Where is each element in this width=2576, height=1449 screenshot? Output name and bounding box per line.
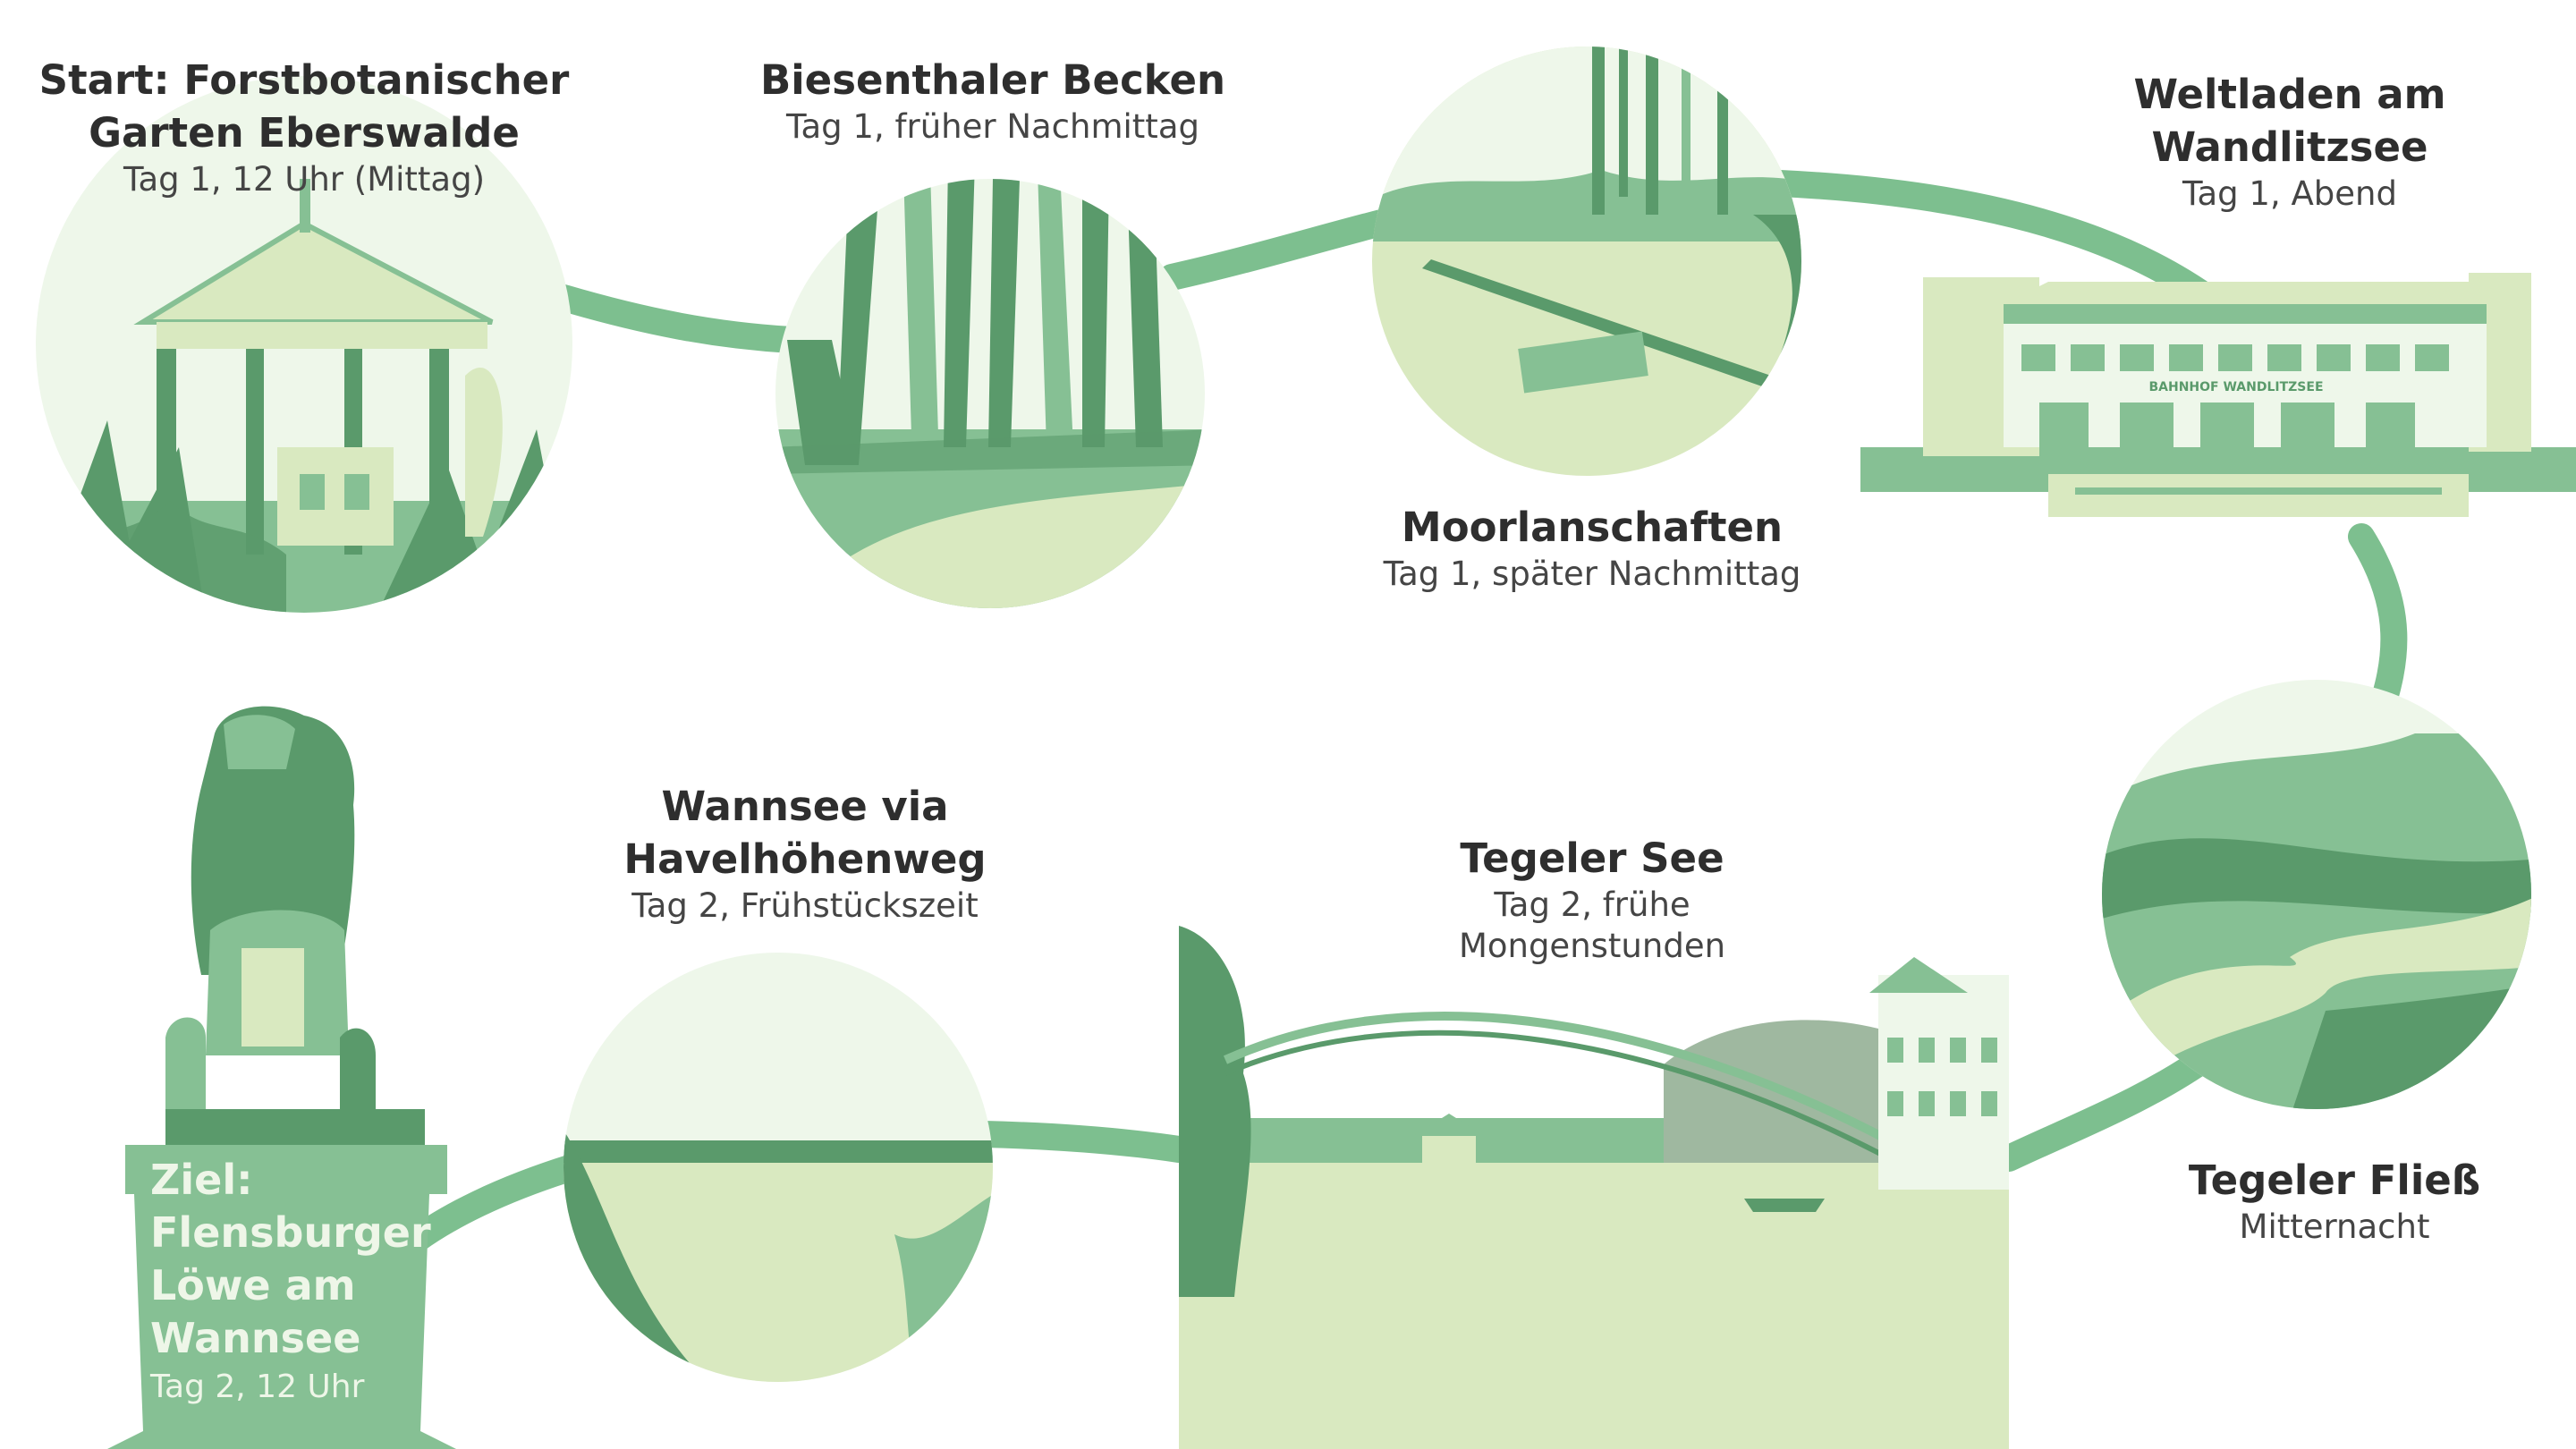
stop-title: Wandlitzsee xyxy=(2151,123,2428,171)
stop-title: Garten Eberswalde xyxy=(89,109,520,157)
stop-title: Weltladen am xyxy=(2133,71,2446,118)
stop-title: Tegeler See xyxy=(1460,835,1724,882)
stop-title: Biesenthaler Becken xyxy=(759,56,1226,104)
stop-title: Havelhöhenweg xyxy=(623,835,987,883)
bridge-lake-scene xyxy=(1179,926,2009,1449)
stop-title: Ziel: xyxy=(150,1156,253,1204)
stop-time: Mongenstunden xyxy=(1458,927,1726,965)
stop-title: Flensburger xyxy=(150,1208,431,1257)
lion-statue xyxy=(107,706,456,1449)
stop-title: Moorlanschaften xyxy=(1401,504,1784,551)
station-windows xyxy=(2021,344,2449,447)
moor-scene xyxy=(1372,47,1801,476)
stop-label-biesenthal: Biesenthaler Becken Tag 1, früher Nachmi… xyxy=(716,54,1270,148)
stop-title: Start: Forstbotanischer xyxy=(38,56,570,104)
stop-label-ziel: Ziel: Flensburger Löwe am Wannsee Tag 2,… xyxy=(150,1154,445,1410)
stop-label-tegel: Tegeler See Tag 2, frühe Mongenstunden xyxy=(1324,832,1860,967)
stream-scene xyxy=(2102,680,2531,1109)
stop-time: Tag 1, früher Nachmittag xyxy=(786,107,1199,146)
stop-title: Löwe am xyxy=(150,1261,356,1309)
stop-time: Tag 1, Abend xyxy=(2182,174,2397,213)
stop-title: Wannsee via xyxy=(661,783,949,830)
forest-scene xyxy=(775,179,1205,608)
stop-time: Tag 1, später Nachmittag xyxy=(1383,555,1801,593)
stop-time: Tag 2, Frühstückszeit xyxy=(631,886,979,925)
stop-title: Tegeler Fließ xyxy=(2188,1157,2481,1204)
stop-label-start: Start: Forstbotanischer Garten Eberswald… xyxy=(18,54,590,200)
stop-time: Tag 2, frühe xyxy=(1494,886,1690,924)
stop-label-weltladen: Weltladen am Wandlitzsee Tag 1, Abend xyxy=(2012,68,2567,215)
stop-time: Tag 2, 12 Uhr xyxy=(150,1368,365,1405)
station-sign: BAHNHOF WANDLITZSEE xyxy=(2148,380,2323,394)
stop-label-fliess: Tegeler Fließ Mitternacht xyxy=(2066,1154,2576,1248)
stop-label-wannsee: Wannsee via Havelhöhenweg Tag 2, Frühstü… xyxy=(528,780,1082,927)
station-building: BAHNHOF WANDLITZSEE xyxy=(1860,273,2576,517)
route-line xyxy=(398,170,2408,1257)
stop-title: Wannsee xyxy=(150,1314,361,1362)
stop-label-moor: Moorlanschaften Tag 1, später Nachmittag xyxy=(1324,501,1860,595)
lake-scene xyxy=(564,953,993,1382)
stop-time: Mitternacht xyxy=(2239,1208,2430,1246)
stop-time: Tag 1, 12 Uhr (Mittag) xyxy=(123,160,486,199)
